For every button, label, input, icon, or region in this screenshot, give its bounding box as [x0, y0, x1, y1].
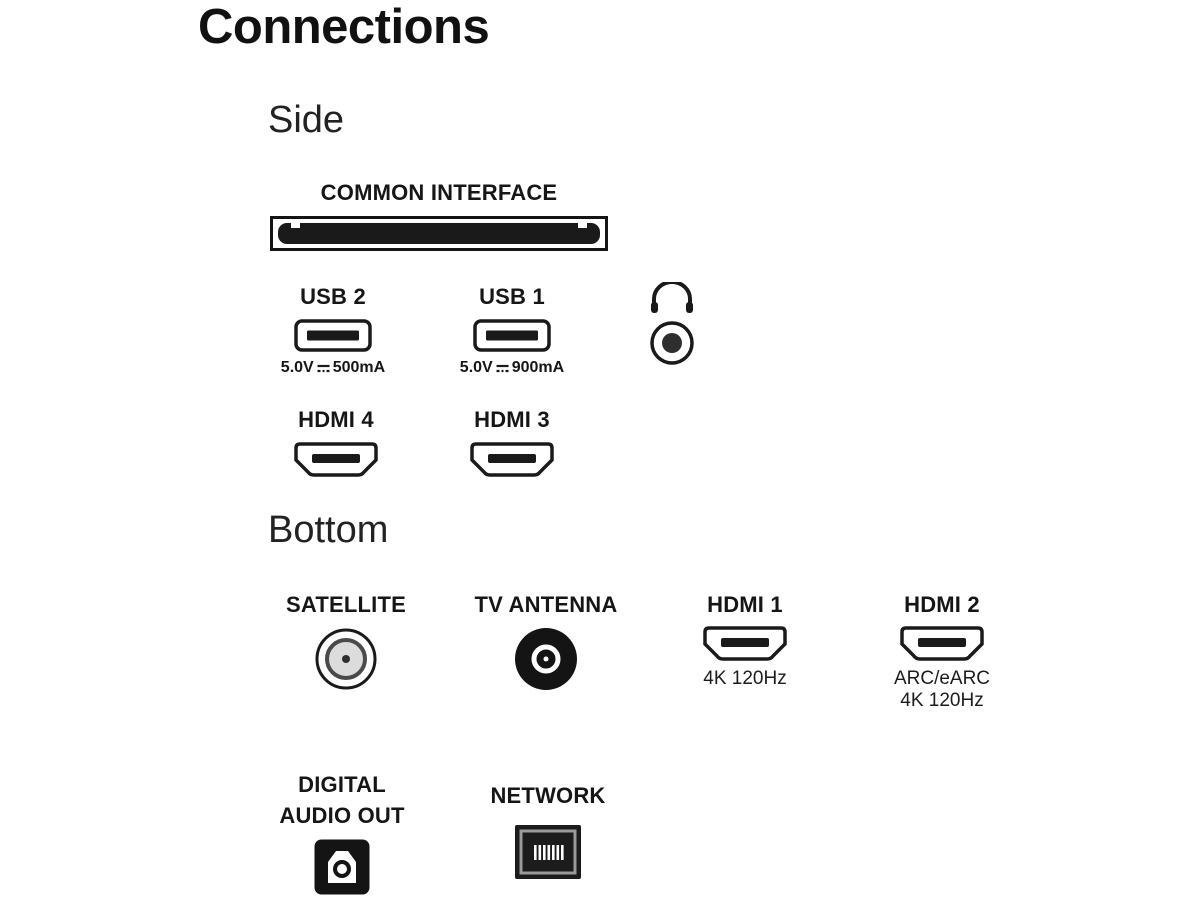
optical-toslink-icon: [313, 838, 371, 896]
satellite-connector-icon: [314, 627, 378, 691]
usb1-port-group: USB 1 5.0V 900mA: [450, 284, 574, 377]
usb2-port-group: USB 2 5.0V 500mA: [271, 284, 395, 377]
dc-symbol-icon: [317, 364, 330, 373]
usb2-power-spec: 5.0V 500mA: [281, 359, 385, 377]
page-title: Connections: [198, 0, 490, 54]
slot-notch-left: [291, 223, 300, 228]
usb2-current: 500mA: [332, 359, 386, 376]
usb1-power-spec: 5.0V 900mA: [460, 359, 564, 377]
hdmi3-port-group: HDMI 3: [457, 407, 567, 477]
dc-symbol-icon: [496, 364, 509, 373]
digital-audio-out-port-group: DIGITAL AUDIO OUT: [268, 769, 416, 896]
antenna-connector-icon: [513, 626, 579, 692]
hdmi4-label: HDMI 4: [298, 407, 374, 432]
hdmi-port-icon: [293, 442, 379, 477]
usb2-label: USB 2: [300, 284, 366, 309]
hdmi2-port-group: HDMI 2 ARC/eARC 4K 120Hz: [887, 592, 997, 712]
digital-audio-out-label-line2: AUDIO OUT: [279, 803, 405, 828]
usb1-current: 900mA: [511, 359, 565, 376]
side-section-heading: Side: [268, 99, 345, 141]
slot-notch-right: [578, 223, 587, 228]
usb1-voltage: 5.0V: [459, 359, 493, 376]
hdmi-port-icon: [702, 626, 788, 661]
headphones-icon: [649, 280, 695, 314]
headphone-jack-group: [645, 280, 699, 367]
satellite-label: SATELLITE: [286, 592, 406, 617]
tv-antenna-port-group: TV ANTENNA: [462, 592, 630, 692]
usb-port-icon: [294, 319, 372, 352]
usb2-voltage: 5.0V: [280, 359, 314, 376]
hdmi2-arc-spec: ARC/eARC: [893, 668, 991, 689]
common-interface-slot-icon: [270, 216, 608, 251]
hdmi3-label: HDMI 3: [474, 407, 550, 432]
bottom-section-heading: Bottom: [268, 509, 389, 551]
hdmi-port-icon: [469, 442, 555, 477]
usb-port-icon: [473, 319, 551, 352]
hdmi2-label: HDMI 2: [904, 592, 980, 617]
common-interface-label: COMMON INTERFACE: [320, 180, 558, 205]
tv-antenna-label: TV ANTENNA: [474, 592, 618, 617]
network-label: NETWORK: [490, 783, 606, 808]
common-interface-slot-bar: [278, 223, 600, 244]
network-port-group: NETWORK: [478, 783, 618, 880]
usb1-label: USB 1: [479, 284, 545, 309]
hdmi4-port-group: HDMI 4: [281, 407, 391, 477]
digital-audio-out-label-line1: DIGITAL: [298, 772, 386, 797]
hdmi-port-icon: [899, 626, 985, 661]
hdmi1-spec: 4K 120Hz: [703, 668, 787, 689]
hdmi1-label: HDMI 1: [707, 592, 783, 617]
satellite-port-group: SATELLITE: [283, 592, 409, 691]
ethernet-rj45-icon: [514, 824, 582, 880]
hdmi1-port-group: HDMI 1 4K 120Hz: [690, 592, 800, 690]
headphone-jack-icon: [648, 319, 696, 367]
hdmi2-4k-spec: 4K 120Hz: [900, 690, 984, 711]
common-interface-port-group: COMMON INTERFACE: [270, 180, 608, 251]
